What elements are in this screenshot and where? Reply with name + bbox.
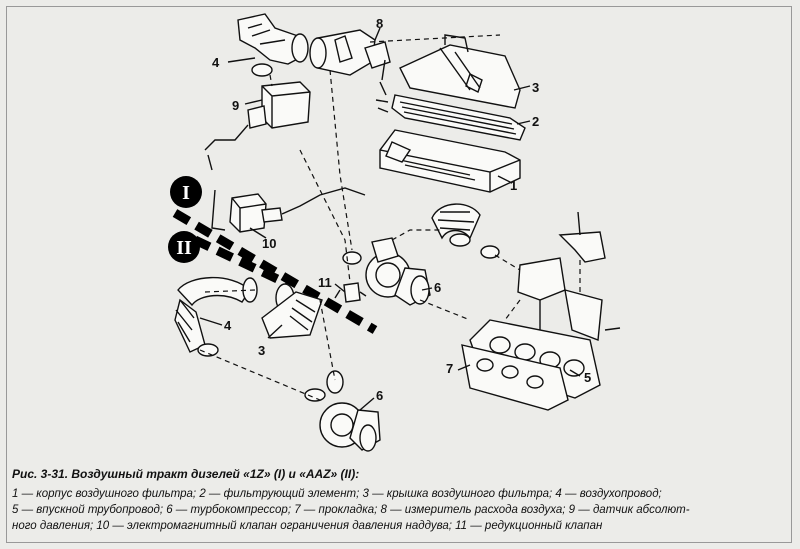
legend-line-2: 5 — впускной трубопровод; 6 — турбокомпр… xyxy=(12,504,690,516)
callout-5: 5 xyxy=(584,370,591,385)
pressure-sensor xyxy=(204,81,311,171)
air-flow-meter xyxy=(309,29,391,113)
engine-marker-1: I xyxy=(170,176,202,208)
callout-6-lower: 6 xyxy=(376,388,383,403)
callout-4-bottom: 4 xyxy=(224,318,232,333)
manifold-gasket xyxy=(461,344,569,411)
engine-marker-2-label: II xyxy=(176,237,192,259)
filter-cover-lower xyxy=(261,291,323,339)
assembly-lines xyxy=(199,34,581,401)
separator-band-upper xyxy=(172,209,378,334)
legend-line-3: ного давления; 10 — электромагнитный кла… xyxy=(12,520,603,532)
callout-2: 2 xyxy=(532,114,539,129)
callout-4-top: 4 xyxy=(212,55,220,70)
callout-7: 7 xyxy=(446,361,453,376)
callout-9: 9 xyxy=(232,98,239,113)
leader-lines xyxy=(199,27,581,411)
engine-marker-2: II xyxy=(168,231,200,263)
caption-title: Рис. 3-31. Воздушный тракт дизелей «1Z» … xyxy=(12,467,360,481)
callout-10: 10 xyxy=(262,236,276,251)
reduction-valve xyxy=(334,282,367,303)
figure-frame xyxy=(6,6,792,543)
turbocharger-lower xyxy=(304,370,381,452)
air-filter-cover xyxy=(399,34,521,109)
callout-8: 8 xyxy=(376,16,383,31)
engine-marker-1-label: I xyxy=(182,182,190,204)
callout-11: 11 xyxy=(318,275,332,290)
air-duct-upper xyxy=(237,13,309,77)
callout-1: 1 xyxy=(510,178,517,193)
manifold-bracket xyxy=(558,211,621,341)
callout-3-top: 3 xyxy=(532,80,539,95)
legend-line-1: 1 — корпус воздушного фильтра; 2 — фильт… xyxy=(12,488,662,500)
figure-caption: Рис. 3-31. Воздушный тракт дизелей «1Z» … xyxy=(12,466,792,534)
separator-band-lower xyxy=(193,235,292,290)
air-filter-housing xyxy=(379,129,521,193)
callout-6-upper: 6 xyxy=(434,280,441,295)
intake-manifold xyxy=(469,257,601,399)
solenoid-valve xyxy=(211,187,366,233)
callout-3-bottom: 3 xyxy=(258,343,265,358)
air-duct-hose xyxy=(431,203,500,259)
turbocharger-upper xyxy=(342,237,431,306)
filter-element xyxy=(391,94,526,141)
